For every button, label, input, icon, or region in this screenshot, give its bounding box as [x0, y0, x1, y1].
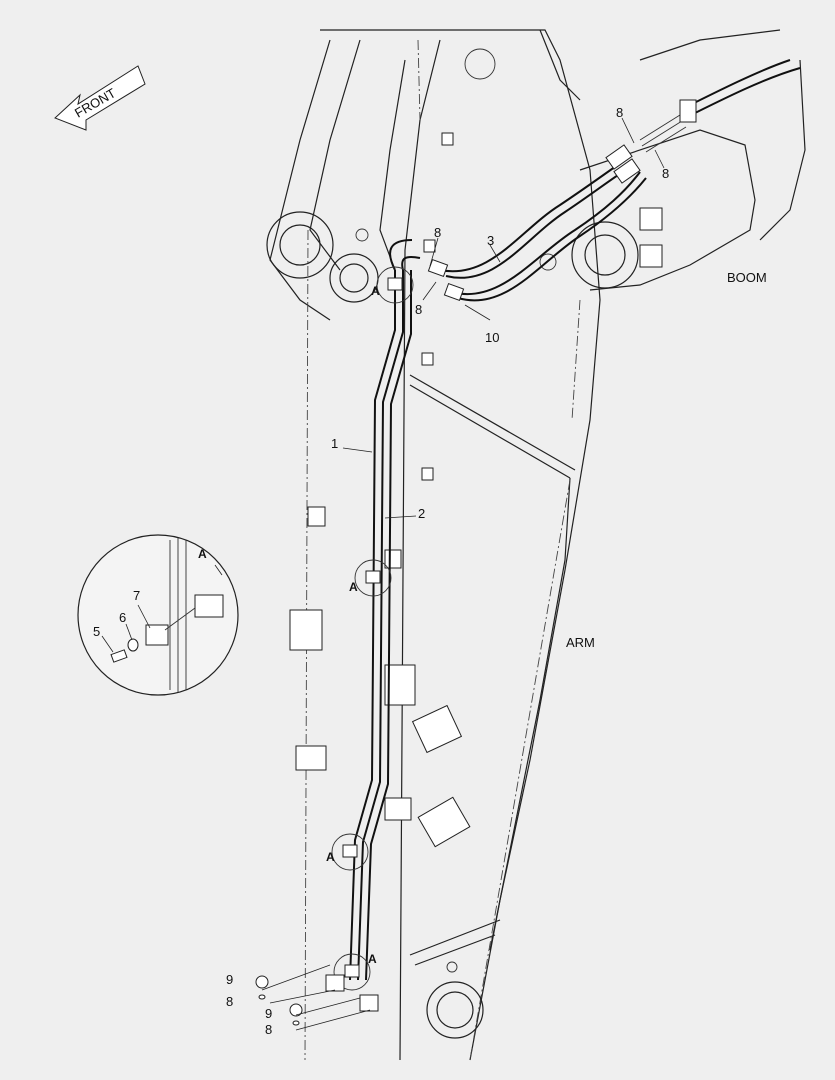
part-number-7: 7: [133, 588, 140, 603]
part-number-8: 8: [226, 994, 233, 1009]
clamp-callout-a: A: [368, 952, 377, 966]
part-number-9: 9: [265, 1006, 272, 1021]
part-number-8: 8: [616, 105, 623, 120]
arm-label: ARM: [566, 635, 595, 650]
clamp-circle: [333, 953, 371, 991]
clamp-circle: [376, 266, 414, 304]
part-numbers: 1 2 3 10 8 8 8 8 7 6 5 9 8 9 8: [93, 105, 669, 1037]
part-number-3: 3: [487, 233, 494, 248]
arm-structure: [266, 29, 601, 1061]
part-number-8: 8: [662, 166, 669, 181]
part-number-2: 2: [418, 506, 425, 521]
clamp-circle: [331, 833, 369, 871]
part-number-5: 5: [93, 624, 100, 639]
front-arrow: FRONT: [54, 65, 146, 131]
part-number-8: 8: [434, 225, 441, 240]
part-number-9: 9: [226, 972, 233, 987]
part-number-1: 1: [331, 436, 338, 451]
part-number-10: 10: [485, 330, 499, 345]
clamp-locations: A A A A: [326, 266, 414, 991]
part-number-8: 8: [265, 1022, 272, 1037]
end-fittings: [255, 964, 379, 1031]
boom-structure: [539, 29, 806, 291]
clamp-circle: [354, 559, 392, 597]
clamp-callout-a: A: [349, 580, 358, 594]
detail-a-inset: A: [77, 534, 239, 696]
boom-label: BOOM: [727, 270, 767, 285]
clamp-callout-a: A: [371, 284, 380, 298]
boom-hoses: [427, 59, 801, 302]
arm-pipes: [349, 239, 421, 981]
part-number-6: 6: [119, 610, 126, 625]
leader-lines: [342, 117, 665, 519]
part-number-8: 8: [415, 302, 422, 317]
mounting-pads: [289, 132, 663, 848]
clamp-callout-a: A: [326, 850, 335, 864]
detail-a-label: A: [198, 547, 207, 561]
